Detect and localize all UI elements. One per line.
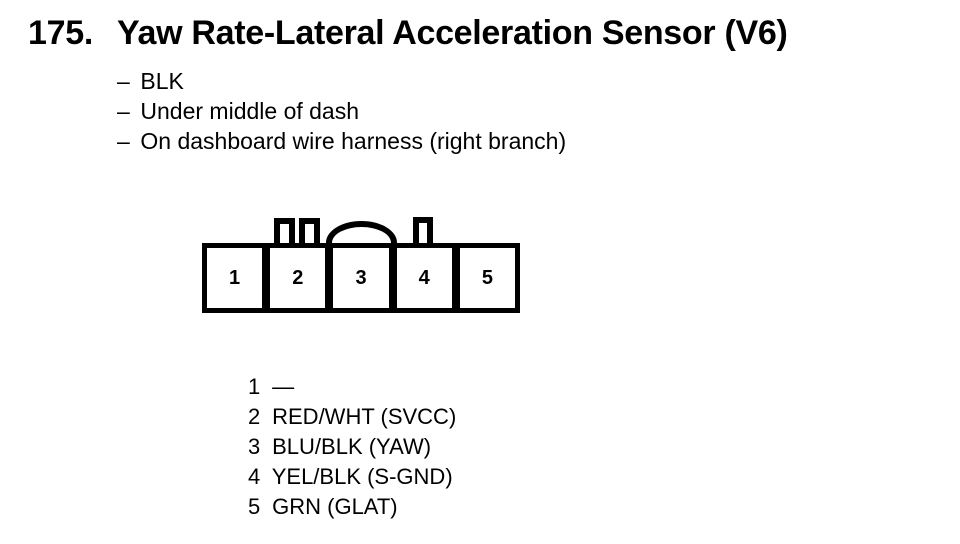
pin-wire-label: GRN (GLAT) bbox=[272, 494, 398, 519]
pinout-row: 4 YEL/BLK (S-GND) bbox=[248, 462, 456, 492]
pin-number: 3 bbox=[248, 434, 261, 459]
connector-cavity-5: 5 bbox=[451, 248, 516, 308]
pin-number: 2 bbox=[248, 404, 261, 429]
section-heading: 175. Yaw Rate-Lateral Acceleration Senso… bbox=[28, 14, 788, 52]
note-dash: – bbox=[117, 128, 130, 154]
note-text: On dashboard wire harness (right branch) bbox=[140, 128, 567, 154]
pinout-row: 2 RED/WHT (SVCC) bbox=[248, 402, 456, 432]
note-line: – BLK bbox=[117, 66, 566, 96]
connector-key-tab-icon bbox=[413, 217, 433, 243]
note-line: – On dashboard wire harness (right branc… bbox=[117, 126, 566, 156]
pin-wire-label: YEL/BLK (S-GND) bbox=[271, 464, 453, 489]
connector-cavity-4: 4 bbox=[388, 248, 452, 308]
pin-wire-label: BLU/BLK (YAW) bbox=[272, 434, 432, 459]
note-text: BLK bbox=[140, 68, 184, 94]
connector-diagram: 1 2 3 4 5 bbox=[202, 217, 520, 313]
page-title: Yaw Rate-Lateral Acceleration Sensor (V6… bbox=[117, 14, 788, 52]
note-text: Under middle of dash bbox=[140, 98, 360, 124]
connector-key-tab-icon bbox=[299, 218, 320, 243]
section-number: 175. bbox=[28, 14, 93, 52]
pin-wire-label: RED/WHT (SVCC) bbox=[272, 404, 457, 429]
note-line: – Under middle of dash bbox=[117, 96, 566, 126]
connector-key-bump-icon bbox=[326, 221, 397, 243]
connector-cavity-1: 1 bbox=[207, 248, 263, 308]
pin-number: 1 bbox=[248, 374, 261, 399]
note-dash: – bbox=[117, 98, 130, 124]
pinout-row: 3 BLU/BLK (YAW) bbox=[248, 432, 456, 462]
pin-number: 4 bbox=[248, 464, 261, 489]
connector-notes: – BLK – Under middle of dash – On dashbo… bbox=[117, 66, 566, 156]
connector-cavity-2: 2 bbox=[262, 248, 326, 308]
connector-housing: 1 2 3 4 5 bbox=[202, 243, 520, 313]
pin-wire-label: — bbox=[272, 374, 295, 399]
pin-number: 5 bbox=[248, 494, 261, 519]
note-dash: – bbox=[117, 68, 130, 94]
pinout-legend: 1 — 2 RED/WHT (SVCC) 3 BLU/BLK (YAW) 4 Y… bbox=[248, 372, 456, 522]
connector-key-tab-icon bbox=[274, 218, 295, 243]
pinout-row: 5 GRN (GLAT) bbox=[248, 492, 456, 522]
connector-cavity-3: 3 bbox=[325, 248, 389, 308]
pinout-row: 1 — bbox=[248, 372, 456, 402]
